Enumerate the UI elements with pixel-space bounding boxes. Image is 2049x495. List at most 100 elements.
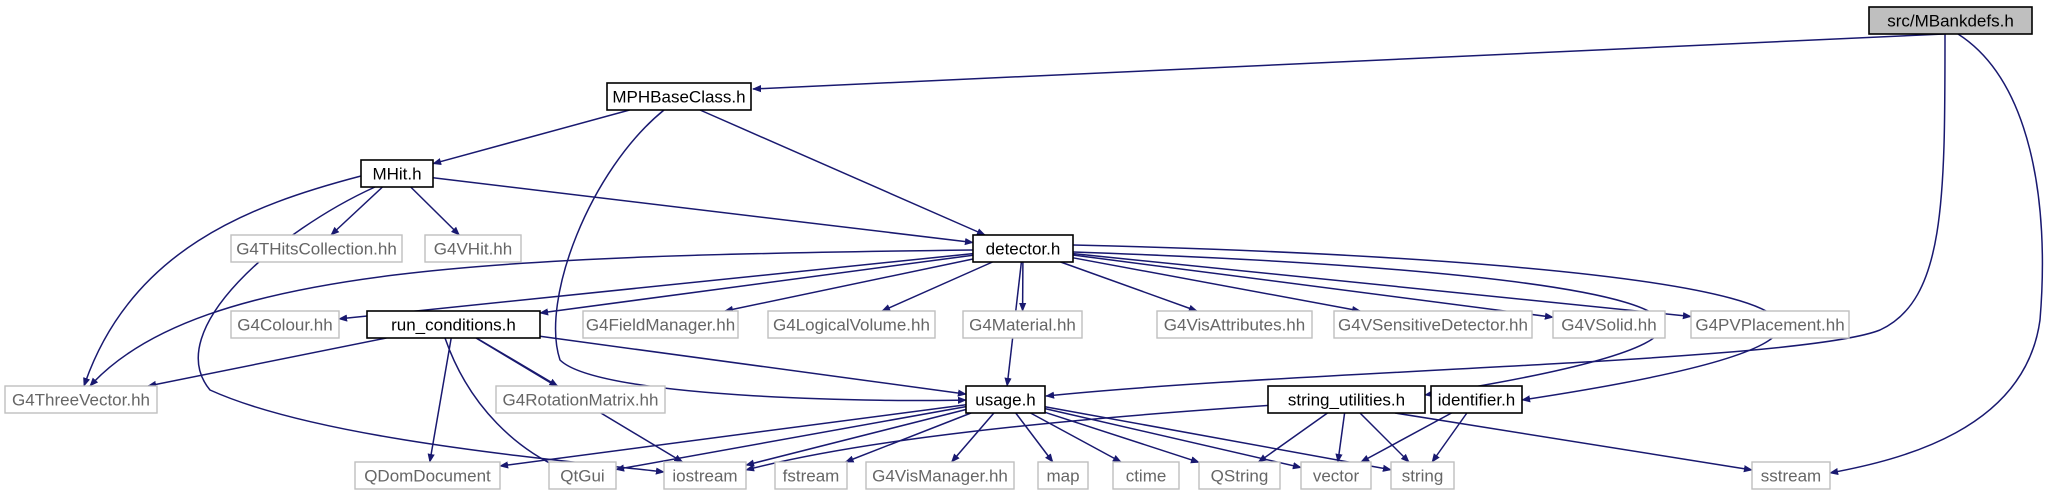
node-label: detector.h: [986, 240, 1061, 259]
node-label: src/MBankdefs.h: [1887, 12, 2014, 31]
edge-usage-to-qstring: [1044, 411, 1200, 464]
node-box: [1333, 310, 1533, 339]
edge-detector-to-g4vsolid: [1072, 254, 1554, 320]
node-box: [1112, 461, 1180, 490]
node-iostream: iostream: [663, 461, 747, 490]
node-box: [1552, 310, 1666, 339]
edge-detector-to-g4visattributes: [1060, 261, 1198, 312]
node-mhit[interactable]: MHit.h: [360, 159, 434, 188]
node-g4logicalvolume: G4LogicalVolume.hh: [767, 310, 936, 339]
edge-identifier-to-string: [1431, 412, 1468, 463]
node-box: [1037, 461, 1089, 490]
edge-string_utilities-to-sstream: [1394, 412, 1753, 473]
node-box: [230, 310, 340, 339]
edge-detector-to-g4logicalvolume: [881, 261, 993, 312]
edge-mhit-to-g4threevector: [83, 175, 362, 387]
node-box: [774, 461, 848, 490]
edge-string_utilities-to-iostream: [745, 404, 1276, 472]
node-box: [1300, 461, 1372, 490]
node-label: G4PVPlacement.hh: [1695, 316, 1844, 335]
node-label: G4RotationMatrix.hh: [503, 391, 659, 410]
edge-detector-to-g4fieldmanager: [724, 258, 974, 313]
node-label: G4VisAttributes.hh: [1164, 316, 1305, 335]
edge-string_utilities-to-string: [1359, 412, 1410, 463]
edge-mhit-to-g4thitscollection: [330, 186, 384, 236]
node-box: [230, 234, 403, 263]
node-mphbaseclass[interactable]: MPHBaseClass.h: [606, 82, 752, 111]
edge-usage-to-iostream: [745, 408, 967, 467]
node-box: [1430, 385, 1523, 414]
node-label: identifier.h: [1438, 391, 1516, 410]
edge-detector-to-run_conditions: [539, 254, 974, 316]
node-detector[interactable]: detector.h: [972, 234, 1074, 263]
edge-mbankdefs-to-sstream: [1829, 33, 2044, 476]
node-g4colour: G4Colour.hh: [230, 310, 340, 339]
node-label: G4Material.hh: [969, 316, 1076, 335]
node-label: run_conditions.h: [391, 316, 516, 335]
node-qstring: QString: [1198, 461, 1281, 490]
node-vector: vector: [1300, 461, 1372, 490]
edge-detector-to-g4pvplacement: [1072, 252, 1692, 320]
node-label: fstream: [783, 467, 840, 486]
node-box: [1690, 310, 1850, 339]
node-box: [972, 234, 1074, 263]
node-label: string_utilities.h: [1288, 391, 1405, 410]
edge-run_conditions-to-qdomdocument: [427, 337, 452, 463]
node-run_conditions[interactable]: run_conditions.h: [366, 310, 541, 339]
edge-mhit-to-g4vhit: [410, 186, 460, 236]
edge-usage-to-qdomdocument: [499, 403, 967, 469]
node-label: G4VSensitiveDetector.hh: [1338, 316, 1528, 335]
node-box: [366, 310, 541, 339]
edge-mphbaseclass-to-mhit: [432, 109, 630, 166]
node-g4visattributes: G4VisAttributes.hh: [1156, 310, 1313, 339]
edge-mbankdefs-to-usage: [1045, 33, 1946, 399]
node-label: G4VisManager.hh: [872, 467, 1008, 486]
node-string_utilities[interactable]: string_utilities.h: [1267, 385, 1426, 414]
node-label: MHit.h: [372, 165, 421, 184]
node-label: QDomDocument: [364, 467, 491, 486]
node-ctime: ctime: [1112, 461, 1180, 490]
node-label: MPHBaseClass.h: [612, 88, 745, 107]
node-box: [663, 461, 747, 490]
node-label: map: [1046, 467, 1079, 486]
edge-detector-to-identifier: [1072, 244, 1781, 403]
edge-usage-to-fstream: [844, 412, 972, 463]
edge-run_conditions-to-usage: [539, 335, 967, 397]
edge-usage-to-map: [1015, 412, 1054, 463]
edge-mbankdefs-to-mphbaseclass: [752, 33, 1945, 93]
edge-identifier-to-vector: [1360, 412, 1452, 463]
node-g4thitscollection: G4THitsCollection.hh: [230, 234, 403, 263]
node-label: G4THitsCollection.hh: [236, 240, 397, 259]
edge-detector-to-g4colour: [338, 252, 974, 322]
node-box: [424, 234, 522, 263]
node-g4rotationmatrix: G4RotationMatrix.hh: [495, 385, 666, 414]
node-box: [1751, 461, 1831, 490]
node-box: [4, 385, 158, 414]
edge-detector-to-g4threevector: [89, 249, 974, 387]
edge-string_utilities-to-qstring: [1257, 412, 1328, 463]
node-box: [965, 385, 1046, 414]
node-qtgui: QtGui: [548, 461, 617, 490]
node-identifier[interactable]: identifier.h: [1430, 385, 1523, 414]
node-mbankdefs[interactable]: src/MBankdefs.h: [1868, 6, 2033, 35]
node-map: map: [1037, 461, 1089, 490]
node-qdomdocument: QDomDocument: [354, 461, 501, 490]
node-box: [606, 82, 752, 111]
node-label: G4ThreeVector.hh: [12, 391, 150, 410]
edge-mphbaseclass-to-detector: [699, 109, 986, 236]
edge-detector-to-g4vsensitivedetector: [1072, 257, 1362, 314]
node-label: iostream: [672, 467, 737, 486]
edge-string_utilities-to-vector: [1335, 412, 1346, 463]
edge-usage-to-g4vismanager: [951, 412, 995, 463]
node-g4threevector: G4ThreeVector.hh: [4, 385, 158, 414]
node-label: string: [1402, 467, 1444, 486]
node-g4vsolid: G4VSolid.hh: [1552, 310, 1666, 339]
node-label: usage.h: [975, 391, 1036, 410]
node-usage[interactable]: usage.h: [965, 385, 1046, 414]
node-g4material: G4Material.hh: [962, 310, 1083, 339]
edge-run_conditions-to-g4threevector: [147, 337, 387, 388]
edge-usage-to-ctime: [1030, 412, 1122, 463]
node-g4vhit: G4VHit.hh: [424, 234, 522, 263]
